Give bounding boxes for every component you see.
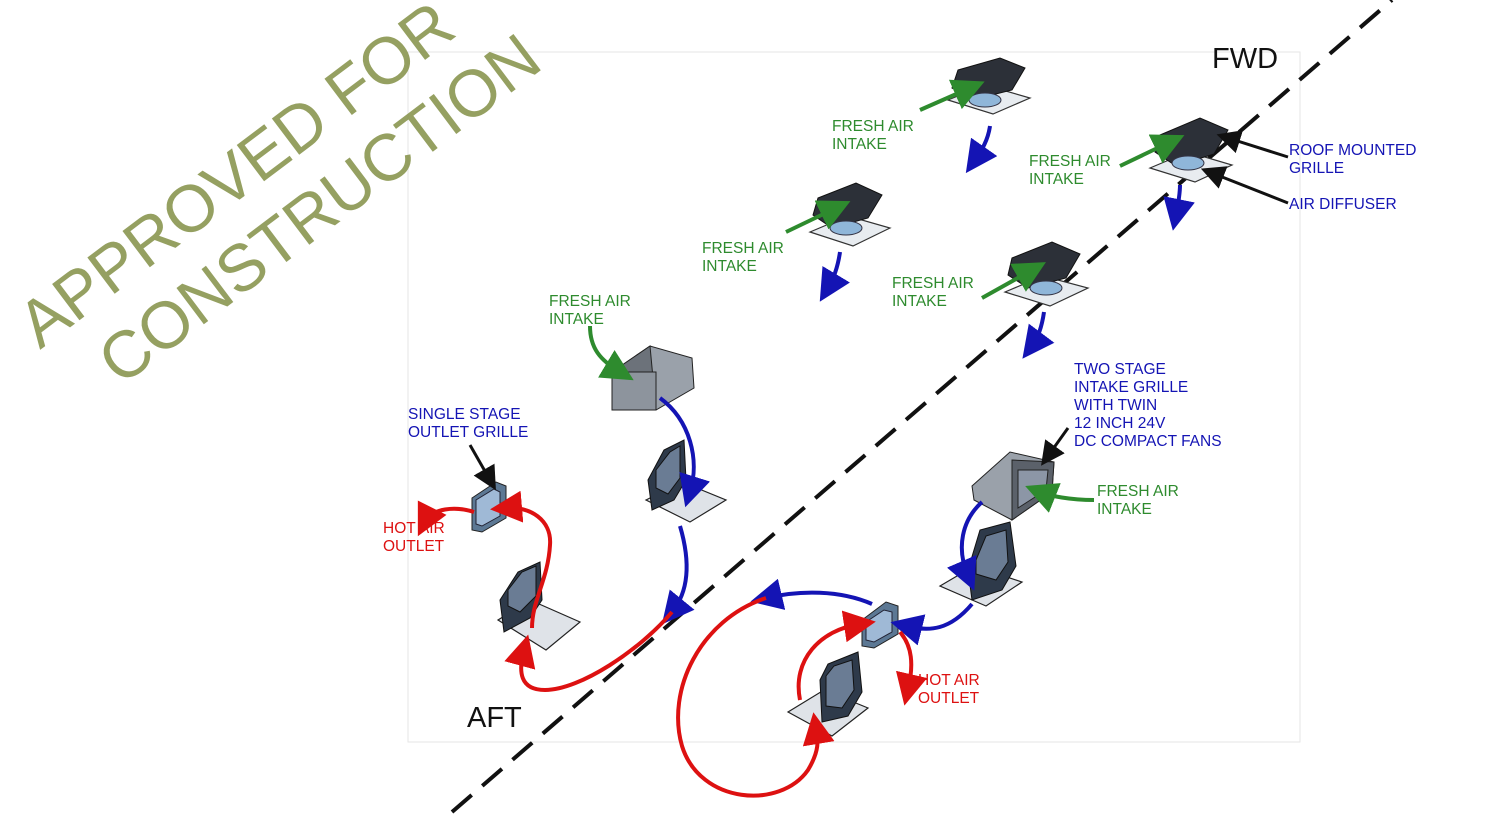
svg-text:12 INCH 24V: 12 INCH 24V [1074,415,1166,432]
svg-text:ROOF MOUNTED: ROOF MOUNTED [1289,142,1416,159]
fresh-air-intake-label: FRESH AIR INTAKE [1029,153,1111,188]
svg-text:FRESH AIR: FRESH AIR [832,118,914,135]
two-stage-intake-grille [971,451,1055,521]
svg-text:DC COMPACT FANS: DC COMPACT FANS [1074,433,1222,450]
approval-stamp: APPROVED FOR CONSTRUCTION [4,0,554,398]
outlet-grille-right [861,601,899,649]
fresh-air-intake-label: FRESH AIR INTAKE [892,275,974,310]
single-stage-outlet-grille [471,481,507,533]
svg-text:INTAKE: INTAKE [702,258,757,275]
hot-air-outlet-label: HOT AIR OUTLET [383,520,445,555]
svg-text:WITH TWIN: WITH TWIN [1074,397,1157,414]
roof-grille-unit [946,57,1032,115]
svg-text:GRILLE: GRILLE [1289,160,1344,177]
svg-text:HOT AIR: HOT AIR [918,672,980,689]
svg-text:FRESH AIR: FRESH AIR [1097,483,1179,500]
svg-text:INTAKE: INTAKE [892,293,947,310]
svg-text:OUTLET: OUTLET [918,690,980,707]
svg-text:INTAKE: INTAKE [1029,171,1084,188]
air-diffuser-label: AIR DIFFUSER [1289,196,1397,213]
drawing-frame [407,51,1301,743]
svg-text:INTAKE: INTAKE [1097,501,1152,518]
fresh-air-intake-label: FRESH AIR INTAKE [702,240,784,275]
svg-text:SINGLE STAGE: SINGLE STAGE [408,406,521,423]
fresh-air-intake-label: FRESH AIR INTAKE [1097,483,1179,518]
roof-mounted-grille-label: ROOF MOUNTED GRILLE [1289,142,1416,177]
svg-text:FRESH AIR: FRESH AIR [892,275,974,292]
svg-text:OUTLET: OUTLET [383,538,445,555]
hot-air-outlet-label: HOT AIR OUTLET [918,672,980,707]
svg-text:FRESH AIR: FRESH AIR [549,293,631,310]
centerline [450,0,1394,814]
single-stage-label: SINGLE STAGE OUTLET GRILLE [408,406,528,441]
svg-text:HOT AIR: HOT AIR [383,520,445,537]
fresh-air-intake-label: FRESH AIR INTAKE [832,118,914,153]
svg-text:INTAKE GRILLE: INTAKE GRILLE [1074,379,1188,396]
fan-unit-right [938,521,1024,607]
svg-text:OUTLET GRILLE: OUTLET GRILLE [408,424,528,441]
svg-text:FRESH AIR: FRESH AIR [1029,153,1111,170]
fresh-air-intake-label: FRESH AIR INTAKE [549,293,631,328]
two-stage-label: TWO STAGE INTAKE GRILLE WITH TWIN 12 INC… [1074,361,1222,450]
fwd-label: FWD [1212,43,1278,75]
svg-text:TWO STAGE: TWO STAGE [1074,361,1166,378]
svg-text:INTAKE: INTAKE [549,311,604,328]
aft-label: AFT [467,702,522,734]
svg-text:FRESH AIR: FRESH AIR [702,240,784,257]
intake-hood-left [611,345,695,411]
svg-text:INTAKE: INTAKE [832,136,887,153]
fan-unit-left-lower [496,561,582,651]
fan-unit-left-upper [644,439,728,523]
